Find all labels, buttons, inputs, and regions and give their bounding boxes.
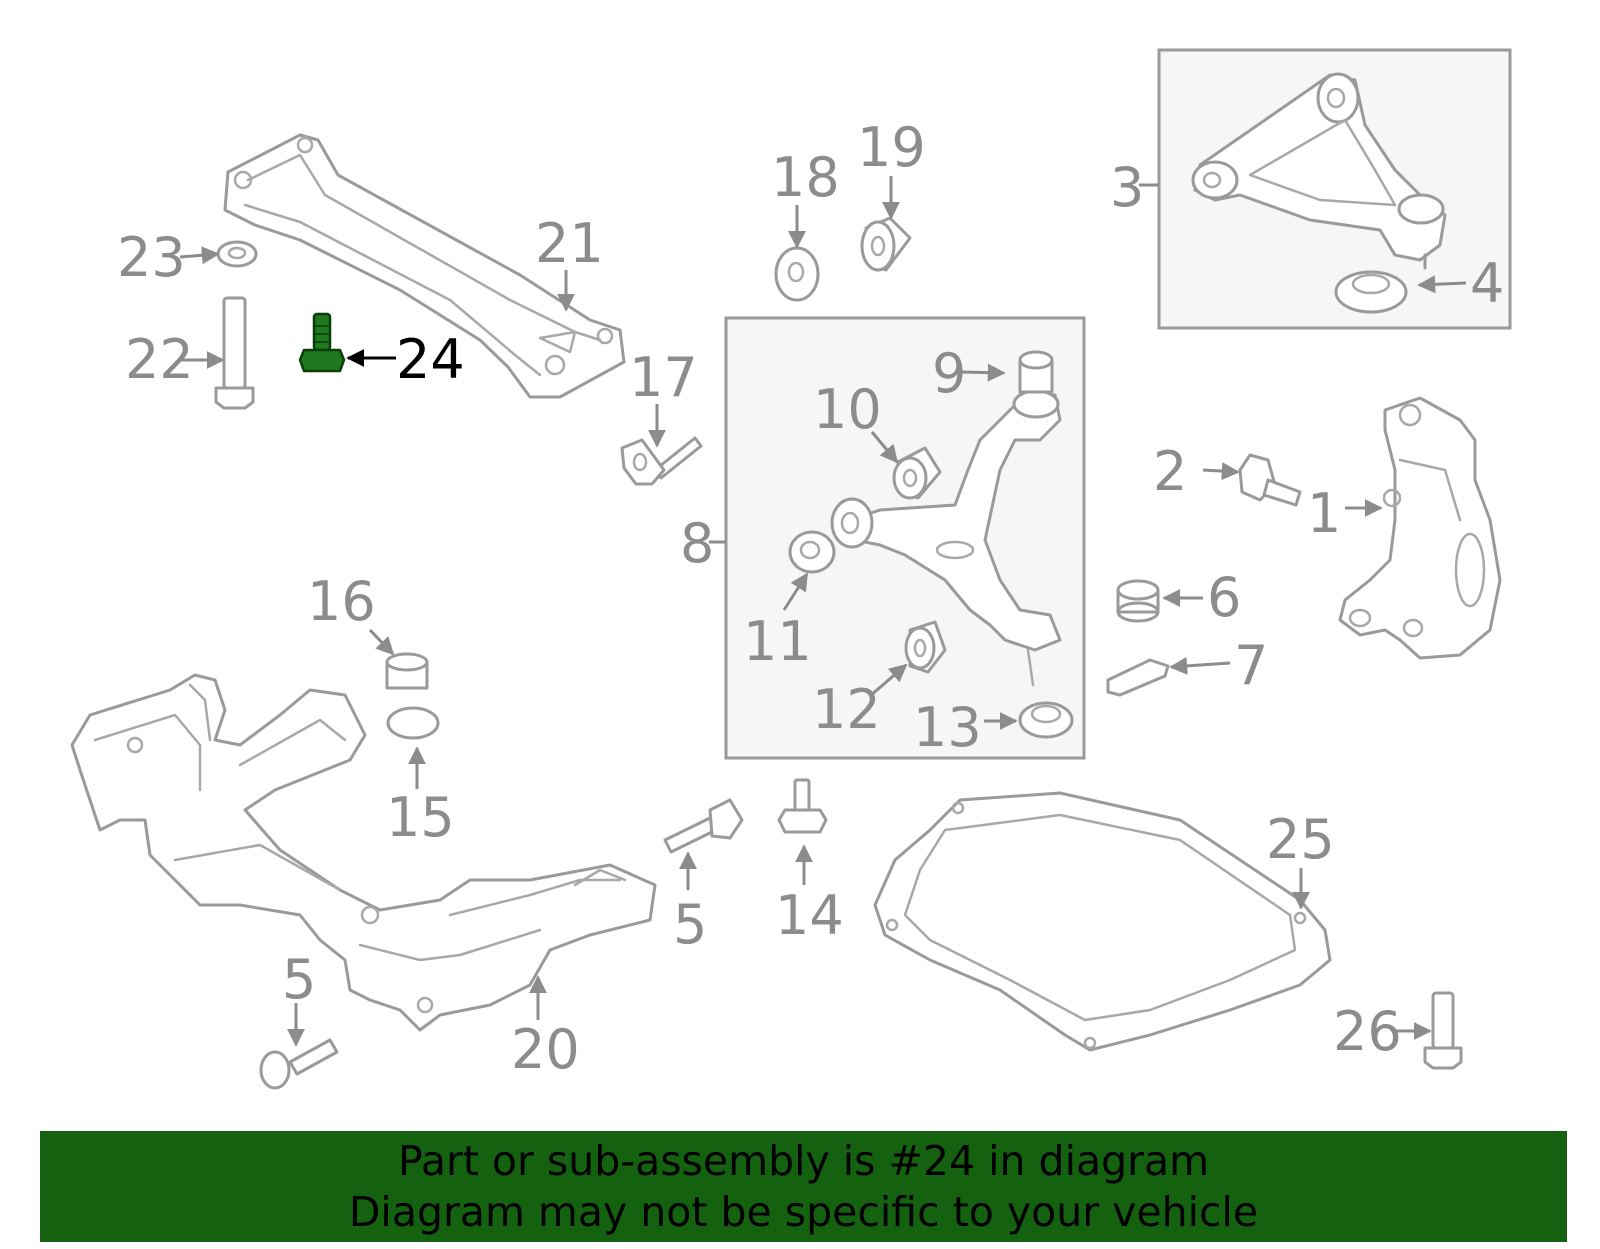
- callout-21[interactable]: 21: [535, 212, 604, 275]
- banner-line-2: Diagram may not be specific to your vehi…: [348, 1187, 1259, 1236]
- part-18-washer[interactable]: [774, 246, 820, 302]
- part-8-lower-control-arm[interactable]: [830, 389, 1062, 687]
- leader-16: [368, 628, 395, 656]
- callout-22[interactable]: 22: [125, 328, 194, 391]
- leader-11: [782, 572, 809, 611]
- part-1-knuckle[interactable]: [1338, 396, 1502, 660]
- callout-25[interactable]: 25: [1266, 808, 1335, 871]
- callout-26[interactable]: 26: [1333, 1000, 1402, 1063]
- callout-13[interactable]: 13: [913, 696, 982, 759]
- part-14-bolt[interactable]: [777, 778, 828, 834]
- part-15-washer[interactable]: [386, 706, 440, 740]
- callout-3[interactable]: 3: [1110, 156, 1144, 219]
- part-24-bolt-highlighted[interactable]: [298, 312, 346, 373]
- callout-12[interactable]: 12: [812, 678, 881, 741]
- callout-11[interactable]: 11: [743, 610, 812, 673]
- part-23-washer[interactable]: [216, 240, 258, 268]
- callout-6[interactable]: 6: [1207, 566, 1241, 629]
- callout-5b[interactable]: 5: [673, 893, 707, 956]
- banner-line-1: Part or sub-assembly is #24 in diagram: [397, 1136, 1210, 1185]
- callout-8[interactable]: 8: [680, 512, 714, 575]
- part-2-bolt[interactable]: [1238, 453, 1302, 507]
- info-banner: Part or sub-assembly is #24 in diagram D…: [40, 1131, 1567, 1242]
- part-7-cotter-pin[interactable]: [1106, 658, 1170, 697]
- leader-2: [1202, 462, 1240, 481]
- callout-17[interactable]: 17: [629, 346, 698, 409]
- callout-23[interactable]: 23: [117, 226, 186, 289]
- callout-4[interactable]: 4: [1470, 252, 1504, 315]
- callout-20[interactable]: 20: [511, 1018, 580, 1081]
- callout-14[interactable]: 14: [775, 884, 844, 947]
- callout-5a[interactable]: 5: [282, 948, 316, 1011]
- callout-19[interactable]: 19: [857, 116, 926, 179]
- part-17-bolt[interactable]: [620, 436, 703, 486]
- leader-4: [1417, 275, 1467, 294]
- leader-9: [960, 363, 1006, 382]
- part-13-boot[interactable]: [1018, 701, 1074, 739]
- part-9-bushing[interactable]: [1018, 350, 1054, 394]
- callout-15[interactable]: 15: [386, 786, 455, 849]
- part-5-bolt-left[interactable]: [259, 1038, 339, 1090]
- part-20-subframe[interactable]: [70, 673, 657, 1032]
- leader-7: [1169, 656, 1231, 675]
- part-11-washer[interactable]: [788, 530, 836, 574]
- part-6-nut[interactable]: [1116, 579, 1160, 623]
- callout-2[interactable]: 2: [1153, 440, 1187, 503]
- callout-10[interactable]: 10: [813, 378, 882, 441]
- part-26-bolt[interactable]: [1423, 991, 1463, 1070]
- part-22-bolt[interactable]: [214, 296, 255, 410]
- leader-lines: [179, 176, 1467, 1047]
- part-12-bushing[interactable]: [904, 620, 947, 674]
- part-16-nut[interactable]: [385, 652, 429, 690]
- part-4-boot[interactable]: [1334, 270, 1408, 314]
- callout-7[interactable]: 7: [1234, 634, 1268, 697]
- callout-9[interactable]: 9: [932, 342, 966, 405]
- callout-16[interactable]: 16: [307, 570, 376, 633]
- leader-23: [179, 246, 220, 265]
- part-10-bushing[interactable]: [892, 446, 942, 500]
- part-3-upper-control-arm[interactable]: [1191, 72, 1447, 270]
- callout-24[interactable]: 24: [396, 328, 465, 391]
- callout-1[interactable]: 1: [1307, 482, 1341, 545]
- part-19-bushing[interactable]: [860, 216, 912, 272]
- part-5-bolt-center[interactable]: [663, 798, 744, 854]
- part-25-splash-shield[interactable]: [873, 791, 1332, 1052]
- leader-12: [869, 663, 908, 698]
- callout-18[interactable]: 18: [771, 146, 840, 209]
- leader-10: [870, 431, 899, 464]
- part-21-crossmember[interactable]: [223, 133, 626, 399]
- callout-labels: 1 2 3 4 5 5 6 7 8 9 10 11 12 13 14 15 16…: [117, 116, 1504, 1081]
